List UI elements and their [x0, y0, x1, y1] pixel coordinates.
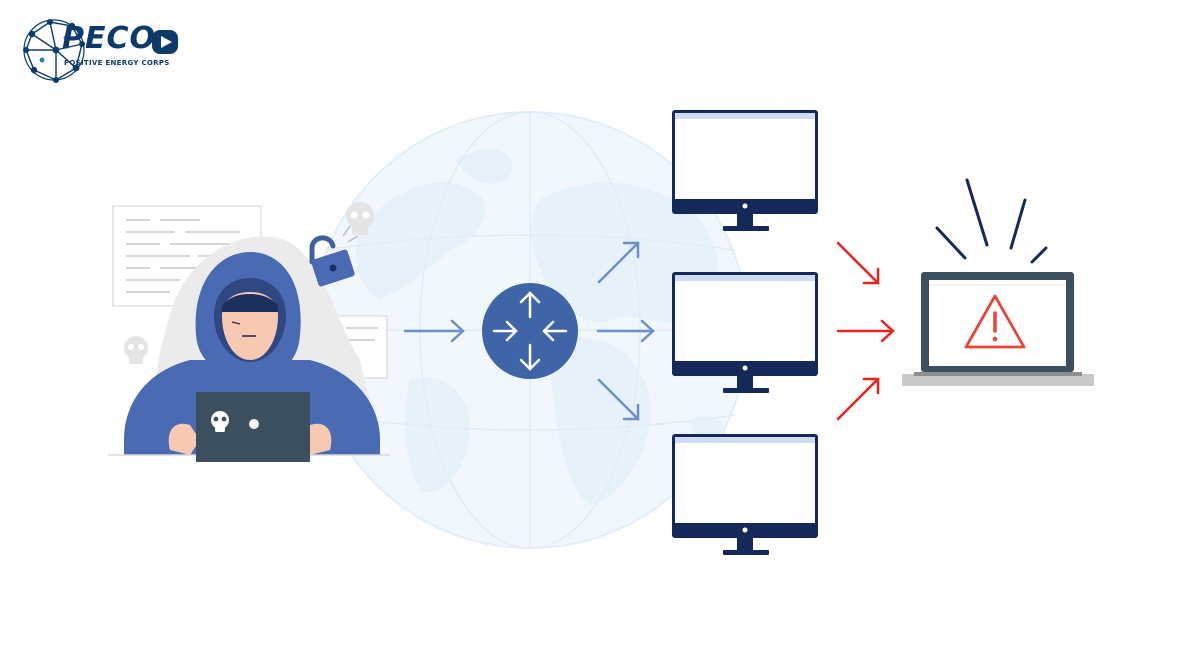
attack-arrow-middle — [836, 319, 895, 343]
hacker-laptop — [196, 392, 310, 462]
padlock-icon — [309, 225, 359, 287]
skull-icon — [124, 336, 148, 364]
warning-triangle-icon — [964, 294, 1026, 349]
monitor-bottom — [672, 434, 818, 555]
attack-arrow-bottom — [836, 377, 880, 421]
flow-arrow-to-router — [403, 319, 465, 343]
flow-arrow-to-monitor-middle — [596, 319, 655, 343]
monitor-middle — [672, 272, 818, 393]
skull-icon — [211, 411, 229, 432]
attack-arrow-top — [836, 241, 880, 285]
flow-arrow-to-monitor-bottom — [597, 378, 640, 421]
skull-icon — [346, 202, 374, 235]
target-laptop — [902, 178, 1094, 386]
router-icon — [482, 283, 578, 379]
logo-network-icon — [23, 19, 178, 83]
monitor-top — [672, 110, 818, 231]
flow-arrow-to-monitor-top — [597, 241, 640, 284]
logo-brand: PECO — [62, 21, 156, 56]
peco-logo: PECO POSITIVE ENERGY CORPS — [20, 14, 190, 88]
logo-tagline: POSITIVE ENERGY CORPS — [64, 59, 170, 67]
